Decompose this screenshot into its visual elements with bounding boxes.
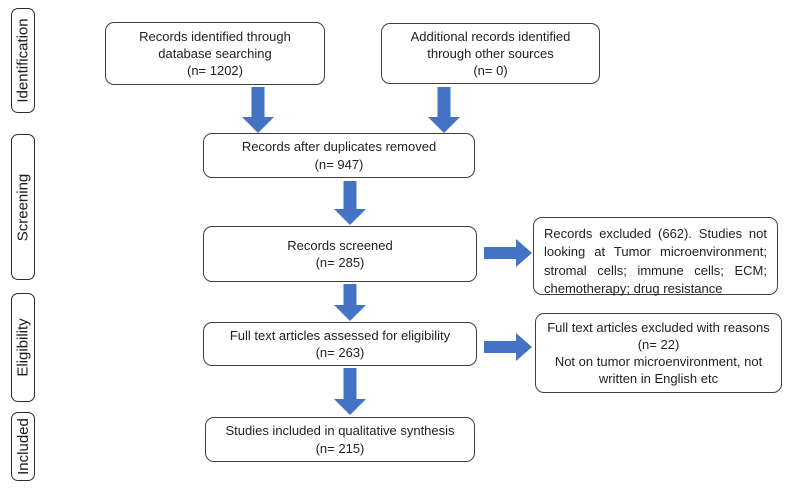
arrow-down-other-to-duplicates-icon [428, 87, 460, 133]
node-qualitative-synthesis: Studies included in qualitative synthesi… [205, 417, 475, 462]
node-additional-records-count: (n= 0) [473, 63, 508, 79]
node-records-identified-count: (n= 1202) [186, 63, 243, 79]
arrow-right-screened-to-excluded-icon [484, 239, 532, 267]
stage-identification: Identification [11, 8, 35, 113]
stage-included: Included [11, 412, 35, 481]
node-fulltext-assessed: Full text articles assessed for eligibil… [203, 322, 477, 366]
node-duplicates-removed-label: Records after duplicates removed [241, 139, 437, 155]
stage-identification-label: Identification [14, 18, 32, 103]
node-records-excluded-text: Records excluded (662). Studies not look… [544, 226, 767, 297]
node-records-screened-count: (n= 285) [315, 255, 365, 270]
arrow-right-fulltext-to-excluded-icon [484, 333, 532, 361]
stage-eligibility: Eligibility [11, 293, 35, 402]
node-duplicates-removed-count: (n= 947) [314, 156, 364, 172]
node-qualitative-synthesis-label: Studies included in qualitative synthesi… [225, 423, 455, 439]
node-records-excluded: Records excluded (662). Studies not look… [533, 217, 778, 296]
node-fulltext-excluded-count: (n= 22) [637, 336, 680, 352]
arrow-down-duplicates-to-screened-icon [334, 181, 366, 225]
node-fulltext-excluded-note: Not on tumor microenvironment, not writt… [554, 354, 763, 387]
node-duplicates-removed: Records after duplicates removed (n= 947… [203, 133, 475, 178]
node-additional-records-label: Additional records identified through ot… [410, 28, 571, 61]
node-records-identified-label: Records identified through database sear… [139, 28, 291, 61]
stage-eligibility-label: Eligibility [14, 318, 32, 377]
node-fulltext-assessed-label: Full text articles assessed for eligibil… [229, 327, 451, 343]
stage-screening: Screening [11, 134, 35, 280]
node-fulltext-excluded-label: Full text articles excluded with reasons [547, 319, 770, 335]
node-fulltext-assessed-count: (n= 263) [315, 345, 365, 360]
node-records-identified: Records identified through database sear… [105, 22, 325, 85]
stage-included-label: Included [14, 418, 32, 475]
arrow-down-screened-to-fulltext-icon [334, 284, 366, 321]
stage-screening-label: Screening [14, 173, 32, 241]
node-records-screened-label: Records screened [287, 237, 393, 253]
arrow-down-fulltext-to-included-icon [334, 368, 366, 415]
node-records-screened: Records screened (n= 285) [203, 226, 477, 282]
node-fulltext-excluded: Full text articles excluded with reasons… [535, 313, 782, 393]
node-additional-records: Additional records identified through ot… [381, 23, 600, 84]
arrow-down-db-to-duplicates-icon [242, 87, 274, 133]
node-qualitative-synthesis-count: (n= 215) [315, 440, 365, 456]
